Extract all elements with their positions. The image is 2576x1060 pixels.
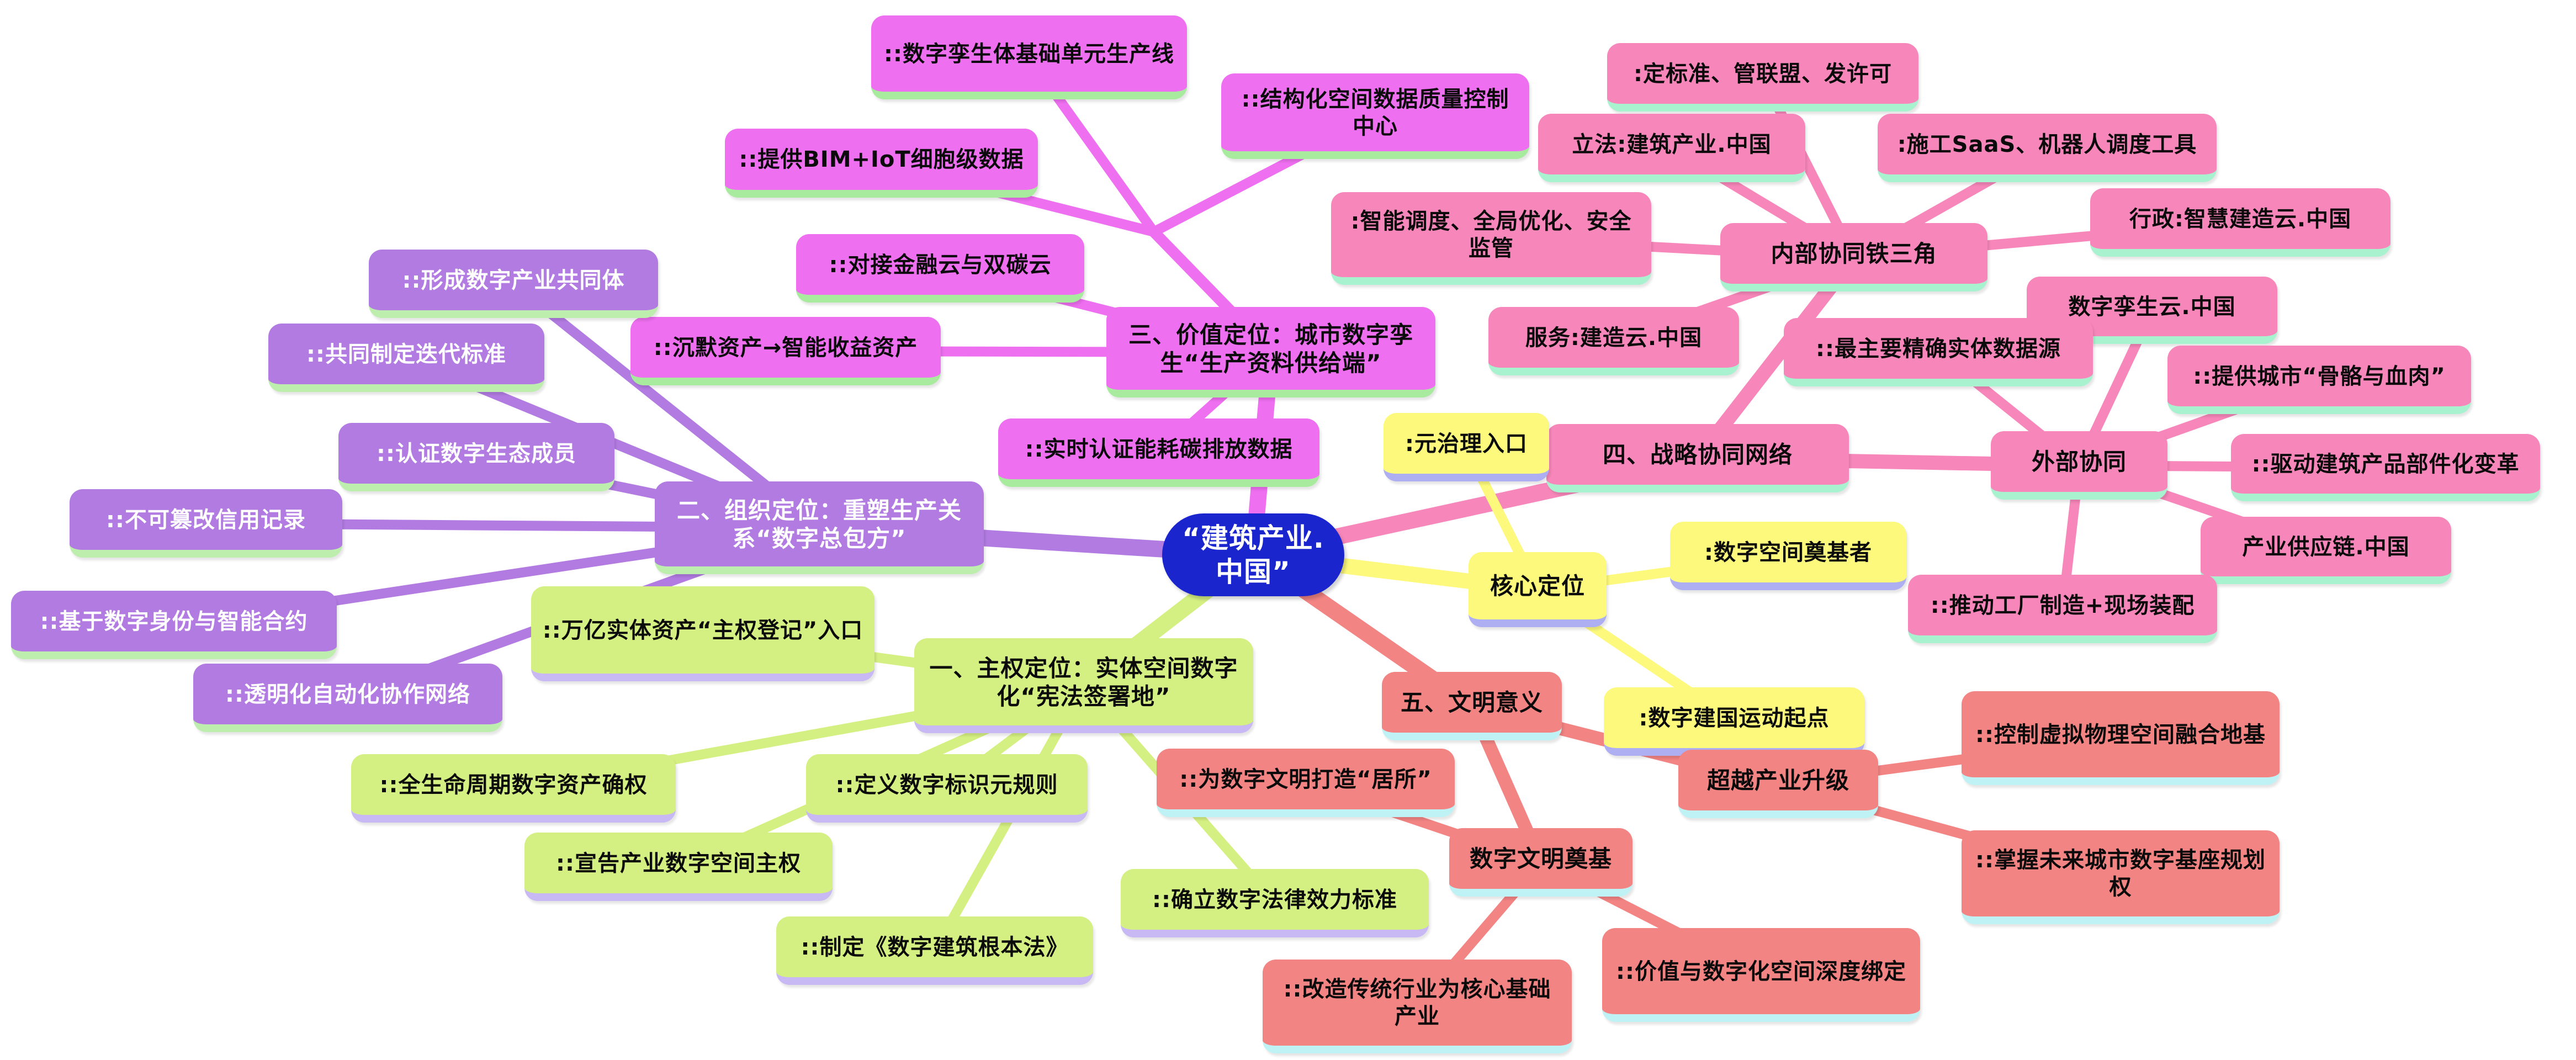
- node-label: ::价值与数字化空间深度绑定: [1616, 958, 1906, 984]
- node-label: ::宣告产业数字空间主权: [556, 850, 801, 876]
- node-civ-m2[interactable]: 数字文明奠基: [1449, 828, 1632, 897]
- node-label: 核心定位: [1490, 573, 1585, 600]
- node-label: :施工SaaS、机器人调度工具: [1897, 131, 2197, 157]
- node-label: ::数字孪生体基础单元生产线: [884, 41, 1174, 67]
- node-org-c6[interactable]: ::透明化自动化协作网络: [193, 664, 502, 732]
- node-civ-c5[interactable]: ::价值与数字化空间深度绑定: [1602, 928, 1920, 1022]
- node-value-c3[interactable]: ::提供BIM+IoT细胞级数据: [725, 129, 1038, 198]
- node-outer-c5[interactable]: 产业供应链.中国: [2201, 517, 2451, 584]
- node-label: ::认证数字生态成员: [377, 441, 576, 467]
- node-sov-hub[interactable]: 一、主权定位：实体空间数字化“宪法签署地”: [914, 638, 1253, 733]
- node-label: ::控制虚拟物理空间融合地基: [1975, 722, 2266, 748]
- node-label: 三、价值定位：城市数字孪生“生产资料供给端”: [1128, 321, 1413, 377]
- node-label: 内部协同铁三角: [1771, 240, 1937, 268]
- node-value-hub[interactable]: 三、价值定位：城市数字孪生“生产资料供给端”: [1106, 307, 1435, 398]
- node-inner-c2[interactable]: 立法:建筑产业.中国: [1538, 114, 1805, 182]
- node-label: 产业供应链.中国: [2242, 534, 2410, 560]
- node-label: ::形成数字产业共同体: [402, 267, 625, 293]
- node-label: ::万亿实体资产“主权登记”入口: [542, 617, 863, 643]
- node-outer-hub[interactable]: 外部协同: [1991, 431, 2167, 500]
- node-label: :元治理入口: [1405, 431, 1528, 457]
- node-core-c2[interactable]: :数字空间奠基者: [1670, 522, 1906, 590]
- node-sov-c4[interactable]: ::宣告产业数字空间主权: [524, 833, 833, 901]
- node-civ-c4[interactable]: ::改造传统行业为核心基础产业: [1263, 960, 1572, 1053]
- node-label: 一、主权定位：实体空间数字化“宪法签署地”: [929, 654, 1238, 710]
- node-outer-c2[interactable]: ::最主要精确实体数据源: [1784, 318, 2093, 386]
- node-outer-c3[interactable]: ::提供城市“骨骼与血肉”: [2167, 346, 2471, 414]
- node-sov-c3[interactable]: ::定义数字标识元规则: [806, 754, 1088, 823]
- node-label: ::全生命周期数字资产确权: [379, 772, 648, 798]
- node-sov-c1[interactable]: ::万亿实体资产“主权登记”入口: [531, 586, 874, 681]
- node-label: ::改造传统行业为核心基础产业: [1283, 977, 1551, 1029]
- node-inner-c4[interactable]: :智能调度、全局优化、安全监管: [1331, 192, 1651, 285]
- node-value-c5[interactable]: ::沉默资产→智能收益资产: [630, 317, 941, 385]
- node-sov-c2[interactable]: ::全生命周期数字资产确权: [351, 754, 676, 823]
- node-label: :定标准、管联盟、发许可: [1634, 61, 1892, 87]
- node-org-c1[interactable]: ::形成数字产业共同体: [369, 250, 658, 318]
- node-label: 行政:智慧建造云.中国: [2129, 206, 2352, 232]
- node-label: ::为数字文明打造“居所”: [1179, 766, 1432, 792]
- node-label: 立法:建筑产业.中国: [1572, 131, 1772, 157]
- node-label: “建筑产业.中国”: [1182, 522, 1324, 588]
- node-org-c5[interactable]: ::基于数字身份与智能合约: [11, 591, 337, 659]
- node-label: ::实时认证能耗碳排放数据: [1025, 436, 1293, 462]
- node-label: :数字空间奠基者: [1704, 539, 1872, 565]
- node-label: ::最主要精确实体数据源: [1816, 336, 2061, 362]
- node-label: ::定义数字标识元规则: [835, 772, 1058, 798]
- node-label: 四、战略协同网络: [1602, 441, 1793, 469]
- node-label: ::对接金融云与双碳云: [829, 252, 1052, 278]
- node-strat-hub[interactable]: 四、战略协同网络: [1546, 424, 1849, 492]
- node-label: 二、组织定位：重塑生产关系“数字总包方”: [676, 496, 962, 552]
- node-label: :智能调度、全局优化、安全监管: [1350, 209, 1632, 261]
- node-label: ::不可篡改信用记录: [106, 507, 306, 533]
- node-civ-c3[interactable]: ::为数字文明打造“居所”: [1157, 749, 1455, 817]
- node-label: :数字建国运动起点: [1639, 705, 1830, 731]
- node-civ-c1[interactable]: ::控制虚拟物理空间融合地基: [1962, 691, 2280, 785]
- node-civ-c2[interactable]: ::掌握未来城市数字基座规划权: [1962, 830, 2280, 924]
- node-value-c6[interactable]: ::实时认证能耗碳排放数据: [998, 418, 1319, 487]
- node-label: ::基于数字身份与智能合约: [40, 608, 308, 634]
- node-label: ::结构化空间数据质量控制中心: [1241, 86, 1509, 139]
- node-center-root[interactable]: “建筑产业.中国”: [1162, 513, 1344, 596]
- node-label: 数字孪生云.中国: [2068, 294, 2236, 320]
- node-sov-c5[interactable]: ::制定《数字建筑根本法》: [776, 916, 1093, 985]
- node-label: ::确立数字法律效力标准: [1152, 887, 1397, 913]
- node-value-c1[interactable]: ::数字孪生体基础单元生产线: [871, 15, 1187, 99]
- node-sov-c6[interactable]: ::确立数字法律效力标准: [1121, 869, 1429, 937]
- node-label: 外部协同: [2031, 448, 2127, 476]
- node-core-c1[interactable]: :元治理入口: [1384, 413, 1549, 481]
- node-inner-c5[interactable]: 行政:智慧建造云.中国: [2090, 188, 2391, 257]
- node-org-c2[interactable]: ::共同制定迭代标准: [268, 324, 544, 392]
- node-org-c3[interactable]: ::认证数字生态成员: [338, 423, 614, 491]
- node-label: 超越产业升级: [1706, 767, 1849, 794]
- node-org-c4[interactable]: ::不可篡改信用记录: [70, 489, 342, 558]
- node-civ-m1[interactable]: 超越产业升级: [1678, 750, 1878, 818]
- node-label: 服务:建造云.中国: [1525, 325, 1703, 351]
- node-label: ::推动工厂制造+现场装配: [1930, 592, 2195, 618]
- node-outer-c4[interactable]: ::驱动建筑产品部件化变革: [2231, 434, 2540, 501]
- node-core-c3[interactable]: :数字建国运动起点: [1604, 687, 1864, 756]
- node-label: 数字文明奠基: [1469, 845, 1612, 873]
- node-label: ::透明化自动化协作网络: [225, 681, 470, 707]
- node-inner-c3[interactable]: :施工SaaS、机器人调度工具: [1878, 114, 2217, 182]
- node-value-c2[interactable]: ::结构化空间数据质量控制中心: [1221, 73, 1529, 159]
- node-label: ::驱动建筑产品部件化变革: [2251, 451, 2520, 477]
- node-label: ::沉默资产→智能收益资产: [653, 335, 918, 361]
- node-inner-c6[interactable]: 服务:建造云.中国: [1488, 307, 1739, 375]
- node-civ-hub[interactable]: 五、文明意义: [1382, 672, 1562, 740]
- node-label: ::共同制定迭代标准: [306, 341, 506, 367]
- node-outer-c1[interactable]: 数字孪生云.中国: [2027, 277, 2277, 344]
- node-value-c4[interactable]: ::对接金融云与双碳云: [796, 234, 1084, 303]
- node-label: ::提供城市“骨骼与血肉”: [2193, 363, 2446, 389]
- node-label: 五、文明意义: [1400, 689, 1543, 717]
- node-core-hub[interactable]: 核心定位: [1469, 552, 1607, 627]
- node-inner-hub[interactable]: 内部协同铁三角: [1720, 223, 1987, 292]
- node-inner-c1[interactable]: :定标准、管联盟、发许可: [1607, 43, 1918, 112]
- node-label: ::提供BIM+IoT细胞级数据: [739, 147, 1024, 173]
- node-label: ::制定《数字建筑根本法》: [801, 934, 1069, 960]
- node-label: ::掌握未来城市数字基座规划权: [1975, 847, 2266, 900]
- node-outer-c6[interactable]: ::推动工厂制造+现场装配: [1908, 575, 2217, 643]
- node-org-hub[interactable]: 二、组织定位：重塑生产关系“数字总包方”: [655, 481, 984, 574]
